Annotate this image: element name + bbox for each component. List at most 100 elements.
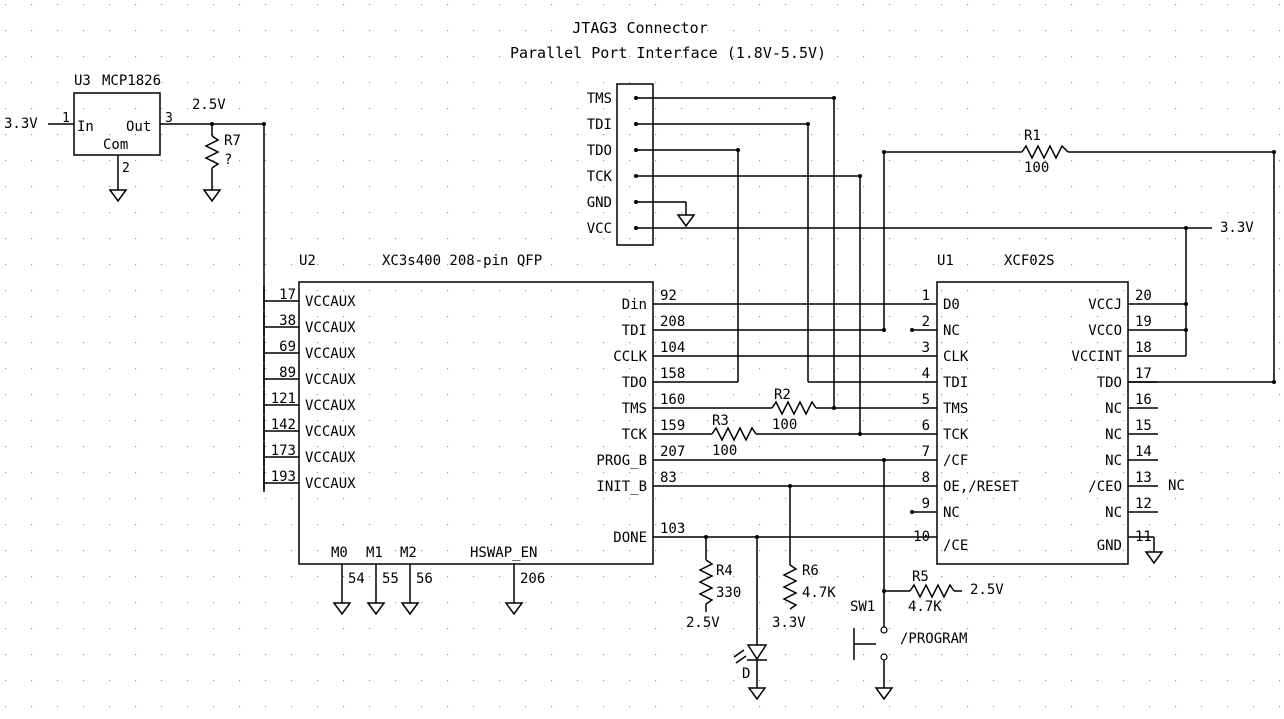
u3-ref: U3 [74, 73, 91, 89]
u2-bottom-pin-number: 206 [520, 571, 545, 587]
u2-right-pin-number: 160 [660, 392, 685, 408]
u2-bottom-pin-number: 56 [416, 571, 433, 587]
led-symbol [746, 644, 768, 661]
u3-part: MCP1826 [102, 73, 161, 89]
u2-right-pin-number: 83 [660, 470, 677, 486]
u2-bottom-ground-symbol [400, 602, 420, 616]
u1-right-pin-name: /CEO [1088, 479, 1122, 495]
u2-left-pin-number: 38 [279, 313, 296, 329]
title-line-2: Parallel Port Interface (1.8V-5.5V) [510, 44, 826, 62]
r4-ref: R4 [716, 563, 733, 579]
u1-right-pin-name: GND [1097, 538, 1122, 554]
u1-right-pin-name: VCCJ [1088, 297, 1122, 313]
jtag-pin-label: TDO [587, 143, 612, 159]
sw1-label: /PROGRAM [900, 631, 967, 647]
u2-left-pin-number: 193 [271, 469, 296, 485]
u2-right-pin-number: 158 [660, 366, 685, 382]
u1-left-pin-number: 7 [922, 444, 930, 460]
u3-pin-out: 3 [165, 111, 173, 126]
u1-left-pin-name: NC [943, 323, 960, 339]
u2-right-pin-number: 207 [660, 444, 685, 460]
u2-left-pin-name: VCCAUX [305, 372, 356, 388]
u2-right-pin-number: 159 [660, 418, 685, 434]
u1-right-pin-number: 14 [1135, 444, 1152, 460]
u1-right-pin-name: NC [1105, 453, 1122, 469]
u1-part: XCF02S [1004, 253, 1055, 269]
u1-right-pin-name: NC [1105, 401, 1122, 417]
nets: 3.3V R1 100 R2 100 R3 100 [210, 96, 1276, 701]
r3-ref: R3 [712, 413, 729, 429]
u2-left-pin-number: 17 [279, 287, 296, 303]
u2-right-pin-number: 104 [660, 340, 685, 356]
u3-output-voltage: 2.5V [192, 97, 226, 113]
jtag-pin-label: TCK [587, 169, 613, 185]
r2-ref: R2 [774, 387, 791, 403]
jtag-ground-symbol [676, 214, 696, 228]
r5-supply: 2.5V [970, 582, 1004, 598]
u1-right-pin-name: NC [1105, 505, 1122, 521]
u2-right-pin-name: Din [622, 297, 647, 313]
u1-left-pin-number: 3 [922, 340, 930, 356]
u2-left-pin-number: 173 [271, 443, 296, 459]
u2-right-pin-name: TDO [622, 375, 647, 391]
r6-supply: 3.3V [772, 615, 806, 631]
u1-left-pin-name: OE,/RESET [943, 479, 1019, 495]
u1-right-pin-number: 16 [1135, 392, 1152, 408]
u2-right-pin-name: TMS [622, 401, 647, 417]
u2-bottom-pin-name: HSWAP_EN [470, 545, 537, 561]
u2-right-pin-name: TDI [622, 323, 647, 339]
u1-left-pin-name: TDI [943, 375, 968, 391]
u3-pin-in: 1 [62, 111, 70, 126]
u2-bottom-ground-symbol [366, 602, 386, 616]
u1-right-pin-number: 20 [1135, 288, 1152, 304]
u3-pin-com: 2 [122, 161, 130, 176]
u1-right-pin-name: VCCO [1088, 323, 1122, 339]
rail-3v3-label: 3.3V [1220, 220, 1254, 236]
u2-bottom-pin-name: M0 [331, 545, 348, 561]
u2-left-pin-name: VCCAUX [305, 450, 356, 466]
u3-com-label: Com [103, 137, 128, 153]
u3-input-voltage: 3.3V [4, 116, 38, 132]
led-ground-symbol [747, 687, 767, 701]
r7-ground-symbol [202, 189, 222, 203]
u3-in-label: In [77, 119, 94, 135]
u1-prom: U1 XCF02S D01NC2CLK3TDI4TMS5TCK6/CF7OE,/… [910, 253, 1185, 565]
u1-left-pin-name: CLK [943, 349, 969, 365]
u3-ground-symbol [108, 189, 128, 203]
u1-left-pin-number: 6 [922, 418, 930, 434]
u1-nc-dot [910, 510, 914, 514]
r4-value: 330 [716, 585, 741, 601]
u1-left-pin-name: D0 [943, 297, 960, 313]
u1-right-pin-name: TDO [1097, 375, 1122, 391]
u1-left-pin-name: NC [943, 505, 960, 521]
u1-left-pin-number: 1 [922, 288, 930, 304]
u3-out-label: Out [126, 119, 151, 135]
u2-right-pin-number: 92 [660, 288, 677, 304]
sw1-ref: SW1 [850, 599, 875, 615]
u2-left-pin-number: 89 [279, 365, 296, 381]
u1-ceo-note: NC [1168, 478, 1185, 494]
u2-part: XC3s400 208-pin QFP [382, 253, 542, 269]
u2-bottom-pin-number: 55 [382, 571, 399, 587]
r5-ref: R5 [912, 569, 929, 585]
r1-value: 100 [1024, 160, 1049, 176]
u2-bottom-ground-symbol [504, 602, 524, 616]
u1-left-pin-number: 9 [922, 496, 930, 512]
u1-left-pin-number: 4 [922, 366, 930, 382]
u2-left-pin-name: VCCAUX [305, 424, 356, 440]
u2-right-pin-number: 103 [660, 521, 685, 537]
u1-right-pin-name: VCCINT [1071, 349, 1122, 365]
u1-left-pin-number: 5 [922, 392, 930, 408]
u2-bottom-pin-number: 54 [348, 571, 365, 587]
u2-left-pin-number: 69 [279, 339, 296, 355]
u1-left-pin-name: /CE [943, 538, 968, 554]
r5-value: 4.7K [908, 599, 942, 615]
u1-left-pin-name: TCK [943, 427, 969, 443]
u1-left-pin-number: 8 [922, 470, 930, 486]
u2-left-pin-name: VCCAUX [305, 346, 356, 362]
u2-bottom-pin-name: M2 [400, 545, 417, 561]
u2-right-pin-name: DONE [613, 530, 647, 546]
